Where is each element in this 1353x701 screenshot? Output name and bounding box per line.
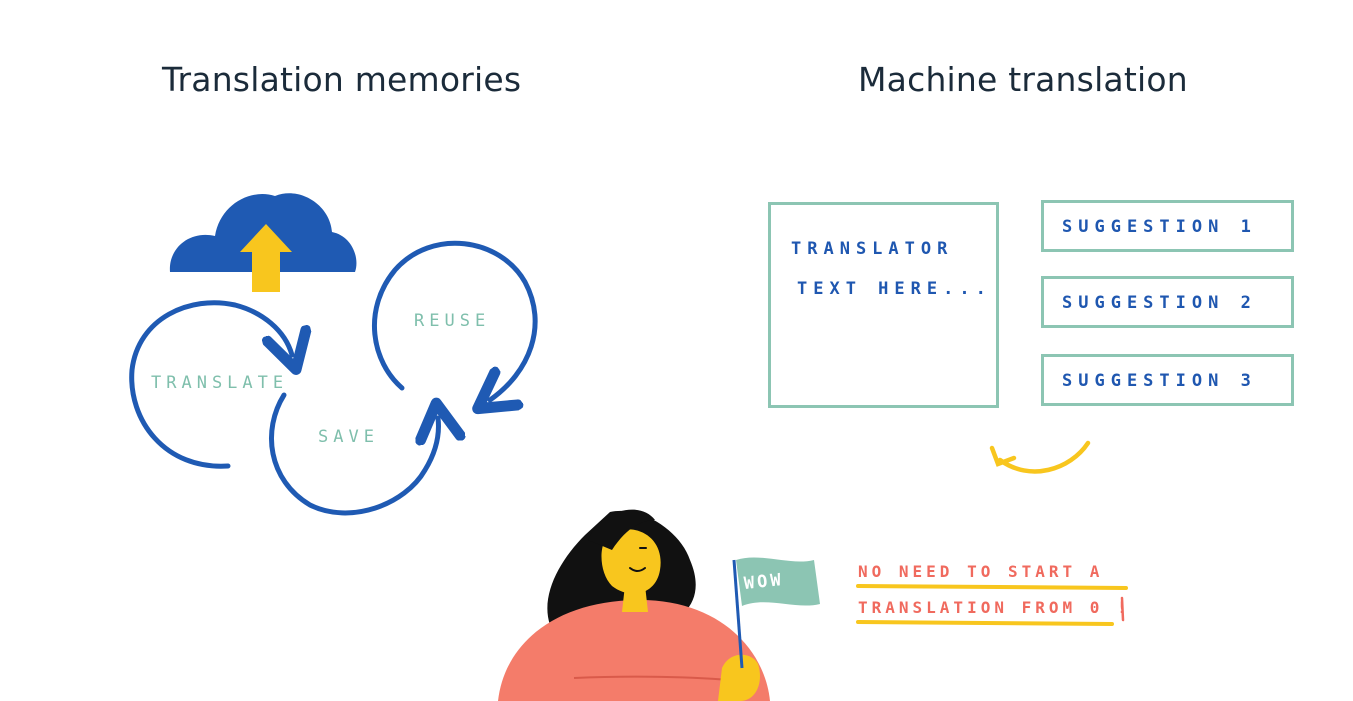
cycle-label-translate: TRANSLATE xyxy=(151,373,289,393)
callout-underlines xyxy=(856,584,1128,626)
machine-translation-title: Machine translation xyxy=(858,60,1188,99)
suggestion-box-3[interactable]: SUGGESTION 3 xyxy=(1041,354,1294,406)
cycle-label-reuse: REUSE xyxy=(414,311,491,331)
suggestion-label-1: SUGGESTION 1 xyxy=(1062,217,1257,237)
suggestion-box-2[interactable]: SUGGESTION 2 xyxy=(1041,276,1294,328)
flag-text: WOW xyxy=(743,569,785,595)
callout-line-1: NO NEED TO START A xyxy=(858,562,1104,581)
translation-memories-title: Translation memories xyxy=(162,60,522,99)
woman-figure xyxy=(498,509,770,701)
cycle-label-save: SAVE xyxy=(318,427,379,447)
translator-text-line-1: TRANSLATOR xyxy=(791,239,954,259)
cloud-upload-icon xyxy=(169,193,357,292)
suggestion-label-2: SUGGESTION 2 xyxy=(1062,293,1257,313)
curved-arrow-icon xyxy=(989,440,1091,474)
cycle-arrows-icon xyxy=(129,240,538,516)
translator-text-line-2: TEXT HERE... xyxy=(797,279,992,299)
callout-line-2: TRANSLATION FROM 0 ! xyxy=(858,598,1131,617)
flag-icon xyxy=(732,557,820,669)
suggestion-label-3: SUGGESTION 3 xyxy=(1062,371,1257,391)
suggestion-box-1[interactable]: SUGGESTION 1 xyxy=(1041,200,1294,252)
translator-text-box[interactable]: TRANSLATOR TEXT HERE... xyxy=(768,202,999,408)
exclamation-mark xyxy=(1120,596,1125,622)
